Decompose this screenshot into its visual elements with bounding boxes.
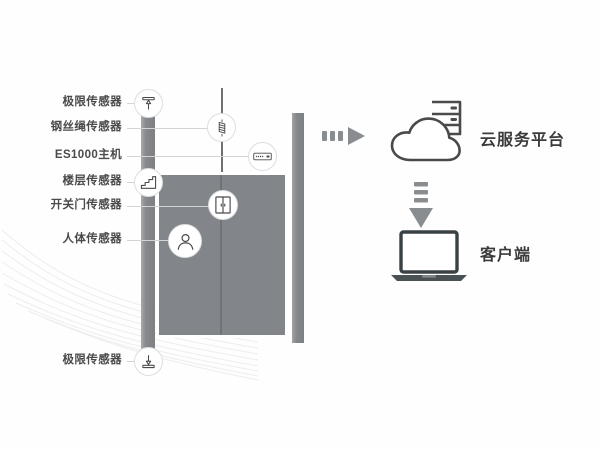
elevator-left-rail: [141, 103, 155, 355]
limit-sensor-bottom-badge[interactable]: [134, 347, 163, 376]
client-label: 客户端: [480, 247, 532, 264]
label-es1000-host: ES1000主机: [54, 149, 122, 161]
downlink-arrow: [409, 182, 433, 228]
es1000-host-badge[interactable]: [248, 142, 277, 171]
label-rope-sensor: 钢丝绳传感器: [50, 121, 122, 133]
uplink-arrow: [322, 127, 365, 145]
label-door-sensor: 开关门传感器: [50, 199, 122, 211]
label-human-sensor: 人体传感器: [62, 233, 122, 245]
rope-sensor-badge[interactable]: [207, 113, 236, 142]
floor-sensor-badge[interactable]: [134, 168, 163, 197]
label-limit-sensor-bottom: 极限传感器: [62, 354, 122, 366]
elevator-door-icon: [215, 196, 231, 214]
leader-line-es1000: [127, 156, 255, 157]
cloud-server-icon: [390, 100, 462, 162]
leader-line-door: [127, 206, 221, 207]
door-sensor-badge[interactable]: [208, 190, 238, 220]
leader-line-human: [127, 240, 185, 241]
leader-line-rope: [127, 128, 221, 129]
cloud-platform-label: 云服务平台: [480, 132, 566, 149]
arrow-up-limit-icon: [142, 96, 155, 110]
elevator-car-center-seam: [220, 175, 222, 335]
elevator-right-rail: [292, 113, 304, 343]
human-sensor-badge[interactable]: [168, 224, 202, 258]
laptop-icon: [391, 230, 467, 281]
host-device-icon: [253, 152, 272, 161]
wire-rope-spring-icon: [218, 118, 225, 137]
label-limit-sensor-top: 极限传感器: [62, 96, 122, 108]
stairs-icon: [140, 176, 157, 189]
limit-sensor-top-badge[interactable]: [134, 89, 163, 118]
person-icon: [177, 233, 193, 250]
arrow-down-limit-icon: [142, 355, 155, 369]
hoist-rope-line: [221, 88, 223, 208]
label-floor-sensor: 楼层传感器: [62, 175, 122, 187]
